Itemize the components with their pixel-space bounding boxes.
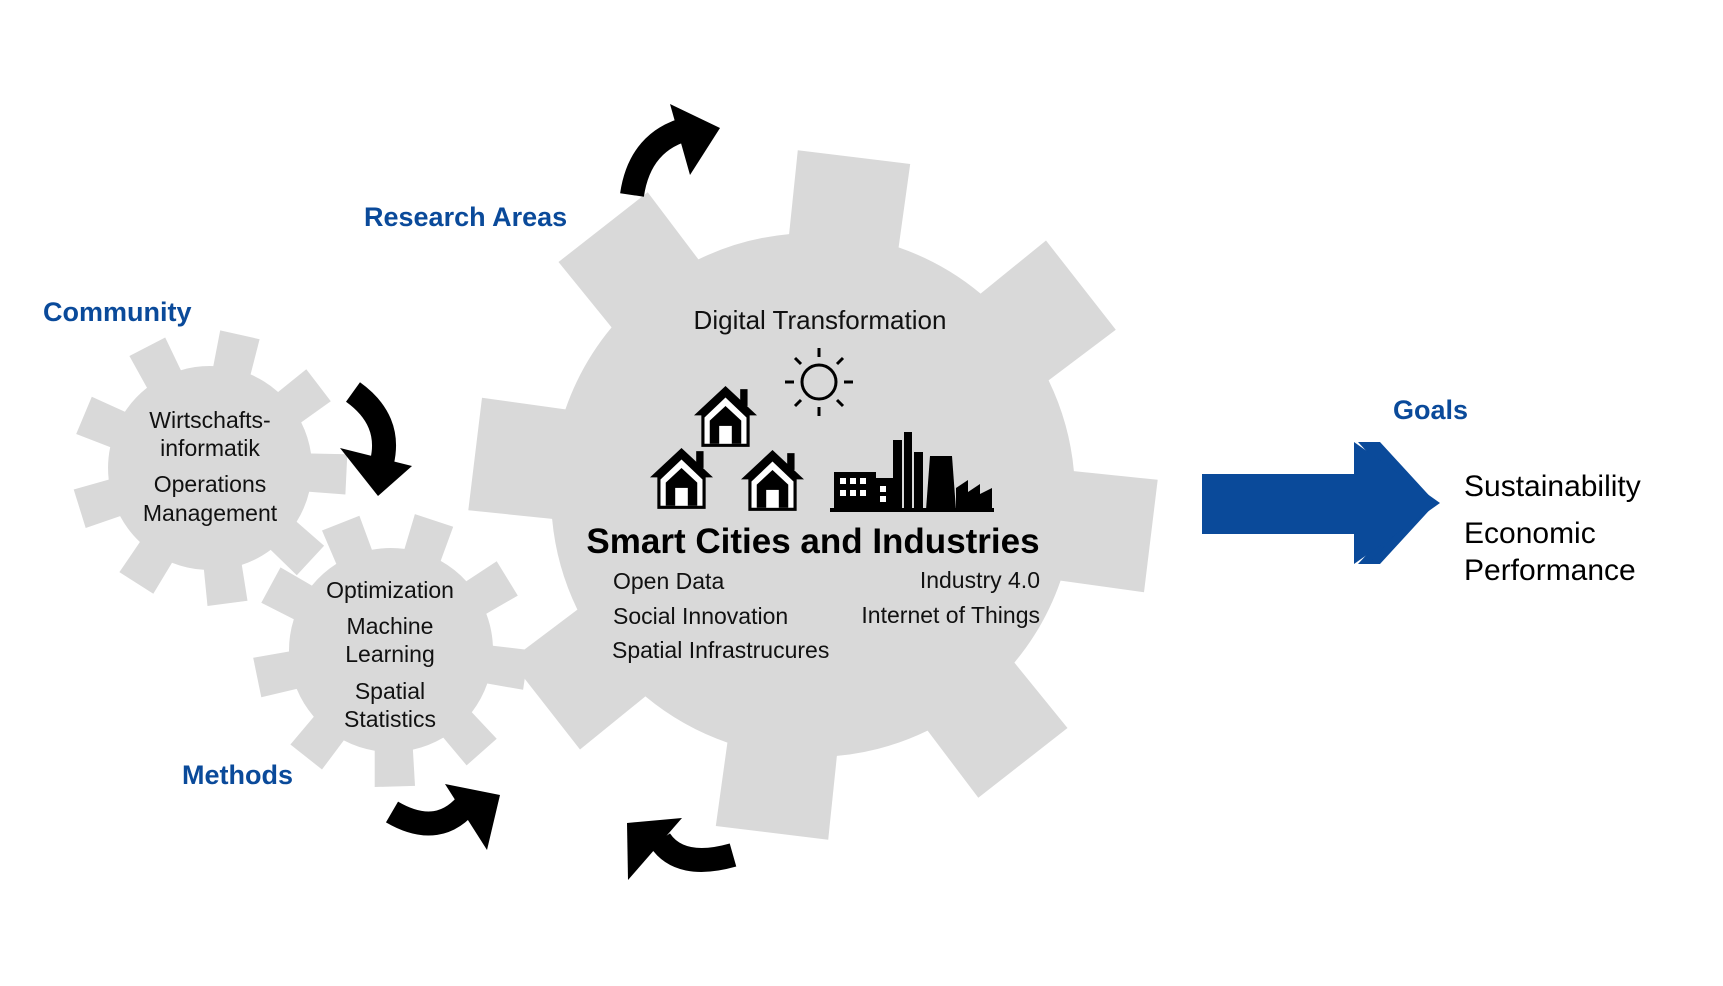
research-areas-label: Research Areas [364,202,568,232]
community-item: Management [142,500,278,526]
community-item: informatik [160,435,260,461]
sun-icon [785,348,853,416]
methods-item: Machine [346,613,434,639]
research-left-item: Spatial Infrastrucures [612,637,830,663]
methods-gear [253,514,529,787]
goal-arrow [1202,442,1440,564]
community-item: Operations [153,471,267,497]
curved-arrow-community-to-methods [340,382,412,496]
goal-item: Economic [1464,517,1596,550]
curved-arrow-bottom-left [385,784,500,850]
community-gear [73,330,348,606]
research-gear-title: Smart Cities and Industries [586,522,1040,561]
research-left-item: Social Innovation [613,603,789,629]
community-item: Wirtschafts- [149,407,271,433]
methods-item: Statistics [343,706,437,732]
curved-arrow-top [620,104,720,198]
methods-item: Learning [345,641,435,667]
research-gear-top-label: Digital Transformation [693,305,947,335]
methods-item: Spatial [354,678,426,704]
research-gear [468,150,1158,840]
research-right-item: Internet of Things [861,602,1040,628]
research-left-item: Open Data [613,568,725,594]
goals-label: Goals [1393,395,1469,425]
methods-item: Optimization [326,577,454,603]
research-right-item: Industry 4.0 [919,567,1040,593]
goal-item: Sustainability [1464,470,1641,503]
goal-item: Performance [1464,554,1636,587]
factory-icon [830,432,994,512]
community-label: Community [43,297,192,327]
curved-arrow-bottom-right [627,818,737,880]
methods-label: Methods [182,760,293,790]
